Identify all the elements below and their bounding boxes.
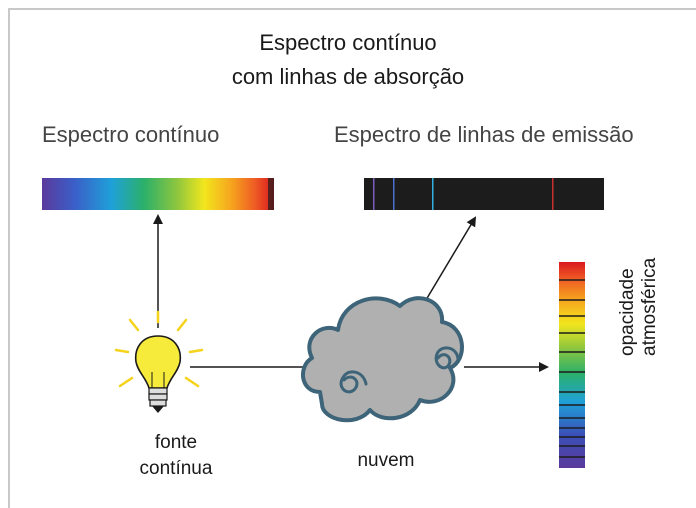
figure-title-line2: com linhas de absorção xyxy=(231,64,465,89)
emission-spectrum-label: Espectro de linhas de emissão xyxy=(334,122,634,147)
source-label-line2: contínua xyxy=(139,458,213,479)
continuous-spectrum-bar xyxy=(42,178,274,210)
emission-spectrum-bar xyxy=(364,178,604,210)
emission-line-cyan xyxy=(432,178,434,210)
figure-title-line1: Espectro contínuo xyxy=(259,30,437,55)
emission-line-blue xyxy=(393,178,395,210)
emission-line-violet xyxy=(373,178,375,210)
atmospheric-opacity-bar xyxy=(559,262,585,468)
cloud-icon xyxy=(301,296,464,423)
source-label-line1: fonte xyxy=(154,432,198,453)
continuous-spectrum-label: Espectro contínuo xyxy=(42,122,220,147)
emission-line-red xyxy=(552,178,554,210)
light-bulb-icon xyxy=(114,310,204,413)
cloud-label: nuvem xyxy=(357,450,415,471)
figure-frame xyxy=(8,8,696,508)
